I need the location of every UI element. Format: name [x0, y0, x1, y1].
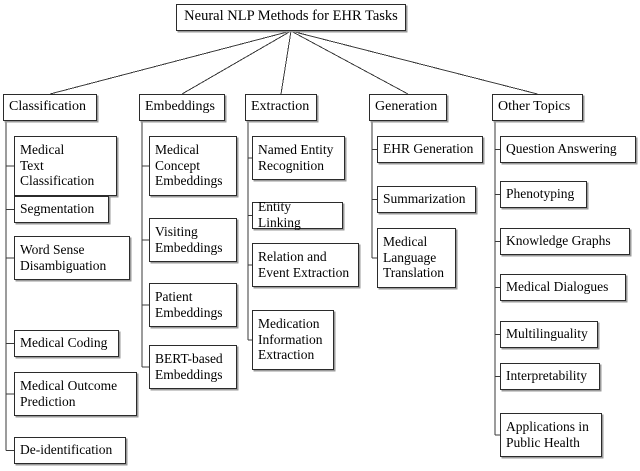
node-label: Medical Language Translation — [383, 233, 445, 281]
node-label: Classification — [9, 98, 86, 114]
category-node-other-topics[interactable]: Other Topics — [492, 94, 583, 121]
node-label: Multilinguality — [506, 326, 588, 342]
leaf-node-medical-concept-embeddings[interactable]: Medical Concept Embeddings — [149, 136, 237, 196]
node-label: Knowledge Graphs — [506, 233, 611, 249]
node-label: Medical Coding — [20, 335, 108, 351]
leaf-node-medical-coding[interactable]: Medical Coding — [14, 330, 119, 357]
node-label: Medication Information Extraction — [258, 315, 323, 363]
node-label: Entity Linking — [258, 199, 301, 230]
leaf-node-knowledge-graphs[interactable]: Knowledge Graphs — [500, 228, 630, 255]
node-label: Visiting Embeddings — [155, 223, 223, 255]
node-label: Relation and Event Extraction — [258, 248, 350, 280]
leaf-node-named-entity-recognition[interactable]: Named Entity Recognition — [252, 136, 345, 180]
node-label: Neural NLP Methods for EHR Tasks — [184, 8, 398, 25]
leaf-node-patient-embeddings[interactable]: Patient Embeddings — [149, 283, 237, 327]
node-label: Medical Dialogues — [506, 279, 609, 295]
node-label: Interpretability — [506, 368, 587, 384]
root-to-extraction-line — [280, 30, 292, 95]
node-label: EHR Generation — [383, 141, 474, 157]
leaf-node-multilinguality[interactable]: Multilinguality — [500, 321, 598, 348]
leaf-node-segmentation[interactable]: Segmentation — [14, 196, 109, 223]
root-to-classification-line — [49, 30, 292, 95]
node-label: Word Sense Disambiguation — [20, 241, 107, 273]
node-label: Medical Concept Embeddings — [155, 141, 223, 189]
leaf-node-relation-and-event-extraction[interactable]: Relation and Event Extraction — [252, 243, 359, 287]
root-to-other-topics-line — [290, 30, 538, 95]
category-node-embeddings[interactable]: Embeddings — [139, 94, 225, 121]
leaf-node-ehr-generation[interactable]: EHR Generation — [377, 136, 483, 163]
leaf-node-medical-language-translation[interactable]: Medical Language Translation — [377, 228, 456, 288]
leaf-node-interpretability[interactable]: Interpretability — [500, 363, 600, 390]
leaf-node-word-sense-disambiguation[interactable]: Word Sense Disambiguation — [14, 236, 130, 280]
leaf-node-medical-outcome-prediction[interactable]: Medical Outcome Prediction — [14, 372, 137, 416]
node-label: Extraction — [251, 98, 310, 114]
leaf-node-medical-text-classification[interactable]: Medical Text Classification — [14, 136, 117, 196]
node-label: Phenotyping — [506, 186, 575, 202]
node-label: Question Answering — [506, 141, 617, 157]
leaf-node-applications-in-public-health[interactable]: Applications in Public Health — [500, 413, 602, 457]
root-to-embeddings-line — [181, 30, 292, 95]
node-label: BERT-based Embeddings — [155, 350, 223, 382]
node-label: Patient Embeddings — [155, 288, 223, 320]
node-label: Other Topics — [498, 98, 571, 114]
category-node-classification[interactable]: Classification — [3, 94, 97, 121]
node-label: Medical Outcome Prediction — [20, 377, 118, 409]
node-label: De-identification — [20, 442, 113, 458]
node-label: Named Entity Recognition — [258, 141, 334, 173]
leaf-node-medical-dialogues[interactable]: Medical Dialogues — [500, 274, 626, 301]
node-label: Applications in Public Health — [506, 418, 589, 450]
root-to-generation-line — [290, 30, 409, 95]
leaf-node-entity-linking[interactable]: Entity Linking — [252, 199, 343, 230]
root-node: Neural NLP Methods for EHR Tasks — [176, 4, 406, 31]
leaf-node-bert-based-embeddings[interactable]: BERT-based Embeddings — [149, 345, 237, 389]
node-label: Medical Text Classification — [20, 141, 95, 189]
category-node-generation[interactable]: Generation — [369, 94, 447, 121]
category-node-extraction[interactable]: Extraction — [245, 94, 317, 121]
node-label: Segmentation — [20, 201, 95, 217]
leaf-node-de-identification[interactable]: De-identification — [14, 437, 126, 464]
node-label: Generation — [375, 98, 438, 114]
leaf-node-question-answering[interactable]: Question Answering — [500, 136, 636, 163]
leaf-node-phenotyping[interactable]: Phenotyping — [500, 181, 587, 208]
leaf-node-visiting-embeddings[interactable]: Visiting Embeddings — [149, 218, 237, 262]
node-label: Summarization — [383, 191, 466, 207]
leaf-node-summarization[interactable]: Summarization — [377, 186, 476, 213]
leaf-node-medication-information-extraction[interactable]: Medication Information Extraction — [252, 310, 334, 370]
node-label: Embeddings — [145, 98, 215, 114]
